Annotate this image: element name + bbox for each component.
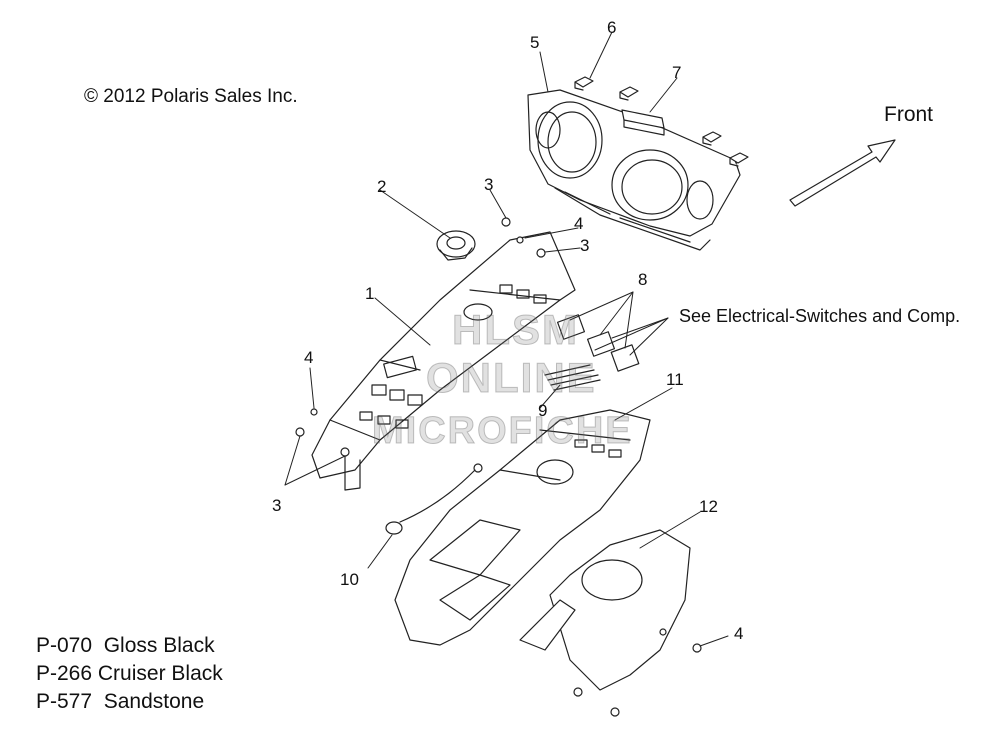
callout-5: 5 <box>530 33 540 52</box>
switch-part-8 <box>556 314 640 372</box>
color-code-row: P-266 Cruiser Black <box>36 660 223 688</box>
fastener-parts-3-4 <box>295 217 702 717</box>
front-arrow-icon <box>789 139 896 207</box>
watermark-line-2: ONLINE <box>426 354 597 402</box>
callout-6: 6 <box>607 18 617 37</box>
callout-4: 4 <box>574 214 584 233</box>
color-code: P-266 <box>36 662 93 685</box>
instrument-bezel-part-5 <box>527 89 741 251</box>
color-code-row: P-577 Sandstone <box>36 688 223 716</box>
color-code-row: P-070 Gloss Black <box>36 632 223 660</box>
cap-part-2 <box>436 230 476 261</box>
panel-part-12 <box>519 529 691 691</box>
console-part-11 <box>394 409 651 646</box>
color-name: Sandstone <box>103 690 205 713</box>
reference-note: See Electrical-Switches and Comp. <box>679 306 961 326</box>
color-name: Cruiser Black <box>97 662 223 685</box>
watermark-line-3: MICROFICHE <box>372 410 633 453</box>
color-code: P-577 <box>36 690 93 713</box>
callout-3: 3 <box>580 236 590 255</box>
copyright-text: © 2012 Polaris Sales Inc. <box>84 86 298 107</box>
callout-8: 8 <box>638 270 648 289</box>
color-name: Gloss Black <box>103 634 215 657</box>
block-part-7 <box>621 109 665 136</box>
callout-9: 9 <box>538 401 548 420</box>
callout-12: 12 <box>699 497 718 516</box>
console-part-1 <box>311 231 576 491</box>
callout-10: 10 <box>340 570 359 589</box>
callout-3: 3 <box>484 175 494 194</box>
connector-part-9 <box>544 364 601 391</box>
color-code: P-070 <box>36 634 93 657</box>
watermark-line-1: HLSM <box>452 306 579 354</box>
callout-11: 11 <box>666 370 684 389</box>
color-code-legend: P-070 Gloss Black P-266 Cruiser Black P-… <box>36 632 223 716</box>
leader-lines <box>284 31 729 647</box>
callout-4: 4 <box>304 348 314 367</box>
callout-1: 1 <box>365 284 375 303</box>
tether-part-10 <box>385 463 483 535</box>
callout-7: 7 <box>672 63 682 82</box>
callout-3: 3 <box>272 496 282 515</box>
clip-part-6 <box>574 76 749 167</box>
callout-2: 2 <box>377 177 387 196</box>
callout-4: 4 <box>734 624 744 643</box>
front-label: Front <box>884 103 934 126</box>
